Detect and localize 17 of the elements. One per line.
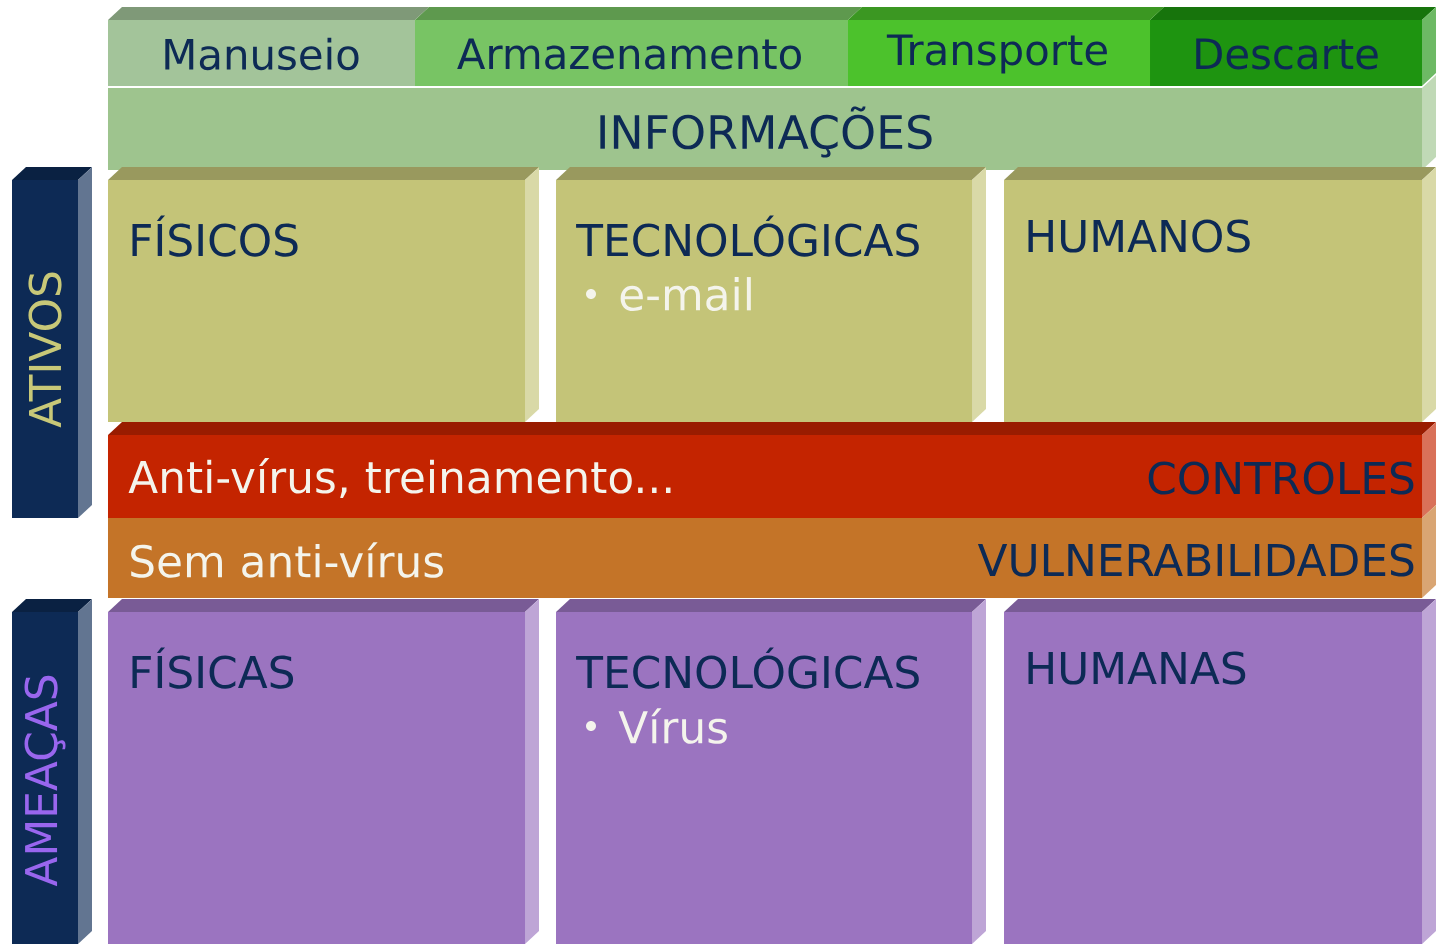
block: HUMANAS <box>1004 599 1436 944</box>
tab: Armazenamento <box>415 7 862 86</box>
bullet-item: e-mail <box>586 277 751 311</box>
block: FÍSICOS <box>108 167 539 422</box>
block: FÍSICAS <box>108 599 539 944</box>
block: TECNOLÓGICAS e-mail <box>556 167 986 422</box>
side-bar: AMEAÇAS <box>12 599 92 944</box>
tab: Descarte <box>1150 7 1436 86</box>
block: HUMANOS <box>1004 167 1436 422</box>
band: INFORMAÇÕES <box>108 75 1436 170</box>
tab: Manuseio <box>108 7 429 86</box>
band: Sem anti-vírus VULNERABILIDADES <box>108 505 1436 598</box>
tab: Transporte <box>848 7 1164 86</box>
band: Anti-vírus, treinamento... CONTROLES <box>108 422 1436 518</box>
side-bar: ATIVOS <box>12 167 92 518</box>
bullet-item: Vírus <box>586 708 727 744</box>
block: TECNOLÓGICAS Vírus <box>556 599 986 944</box>
